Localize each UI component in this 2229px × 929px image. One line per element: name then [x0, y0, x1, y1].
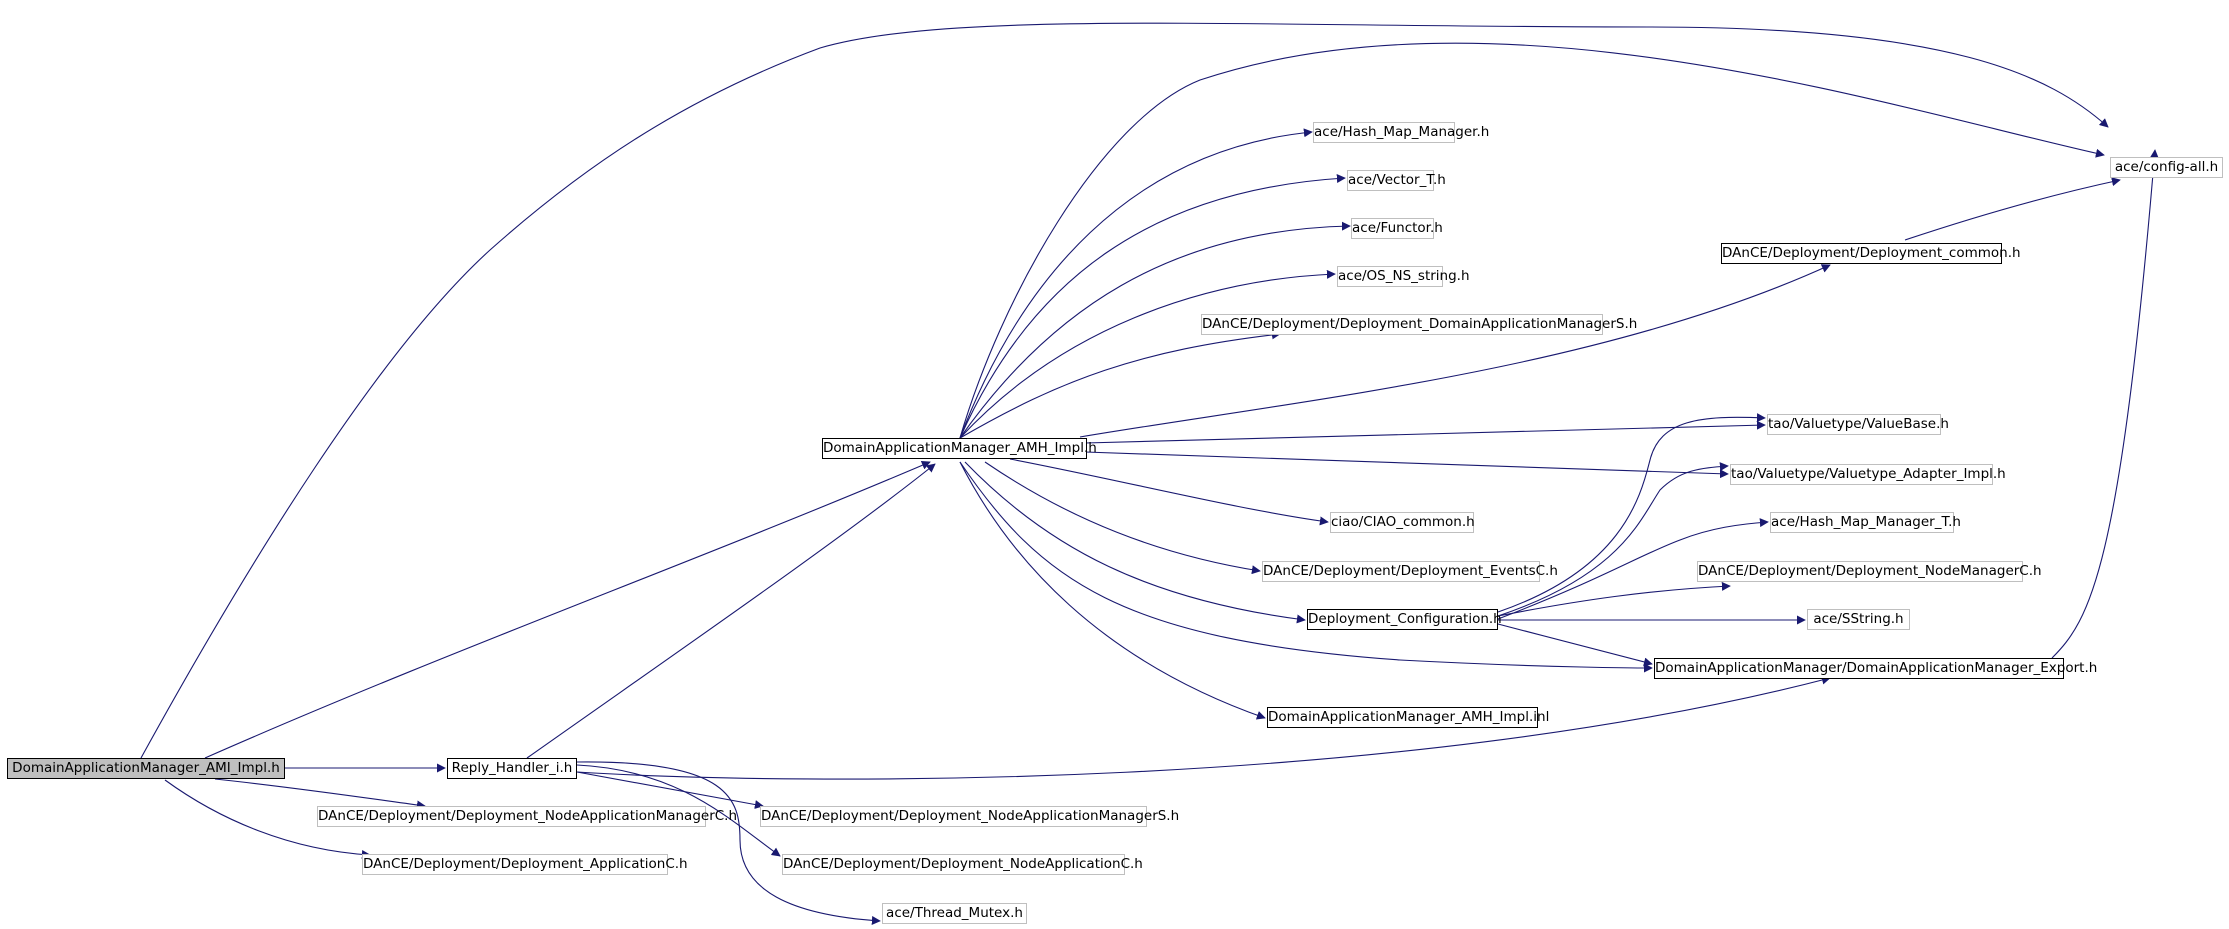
node-hash-map-manager-label: ace/Hash_Map_Manager.h — [1314, 124, 1490, 140]
node-amh-impl-inl-label: DomainApplicationManager_AMH_Impl.inl — [1268, 709, 1550, 725]
edge-amh-impl-valuetype-adapter — [1084, 451, 1729, 479]
node-config-all: ace/config-all.h — [2110, 157, 2223, 178]
node-amh-impl-inl[interactable]: DomainApplicationManager_AMH_Impl.inl — [1267, 707, 1549, 728]
node-hash-map-manager: ace/Hash_Map_Manager.h — [1313, 122, 1489, 143]
node-deployment-configuration-label: Deployment_Configuration.h — [1308, 611, 1502, 627]
node-functor: ace/Functor.h — [1351, 218, 1443, 239]
edge-amh-impl-deployment-configuration — [964, 461, 1306, 624]
node-valuebase: tao/Valuetype/ValueBase.h — [1767, 414, 1949, 435]
edge-reply-handler-amh-impl — [526, 463, 936, 759]
node-node-app-manager-c-label: DAnCE/Deployment/Deployment_NodeApplicat… — [318, 808, 738, 824]
node-reply-handler-label: Reply_Handler_i.h — [451, 760, 573, 776]
node-node-app-manager-s: DAnCE/Deployment/Deployment_NodeApplicat… — [760, 806, 1179, 827]
edge-deployment-common-config-all — [1904, 177, 2121, 241]
root-node: DomainApplicationManager_AMI_Impl.h — [7, 758, 285, 779]
node-dam-s-label: DAnCE/Deployment/Deployment_DomainApplic… — [1202, 316, 1638, 332]
node-ciao-common-label: ciao/CIAO_common.h — [1331, 514, 1475, 530]
node-sstring: ace/SString.h — [1807, 609, 1910, 630]
node-ciao-common: ciao/CIAO_common.h — [1330, 512, 1475, 533]
node-hash-map-manager-t: ace/Hash_Map_Manager_T.h — [1770, 512, 1961, 533]
node-application-c-label: DAnCE/Deployment/Deployment_ApplicationC… — [363, 856, 688, 872]
node-dam-s: DAnCE/Deployment/Deployment_DomainApplic… — [1201, 314, 1637, 335]
node-hash-map-manager-t-label: ace/Hash_Map_Manager_T.h — [1771, 514, 1961, 530]
edge-root-node-app-manager-c — [214, 778, 426, 810]
edge-amh-impl-config-all — [959, 42, 2105, 439]
node-vector-t: ace/Vector_T.h — [1347, 170, 1446, 191]
edge-amh-impl-vector-t — [959, 174, 1346, 439]
edge-amh-impl-dam-export — [959, 461, 1653, 673]
node-amh-impl[interactable]: DomainApplicationManager_AMH_Impl.h — [822, 438, 1097, 459]
node-valuetype-adapter-label: tao/Valuetype/Valuetype_Adapter_Impl.h — [1731, 466, 2006, 482]
node-node-application-c-label: DAnCE/Deployment/Deployment_NodeApplicat… — [783, 856, 1143, 872]
node-node-manager-c-label: DAnCE/Deployment/Deployment_NodeManagerC… — [1698, 563, 2042, 579]
node-reply-handler[interactable]: Reply_Handler_i.h — [447, 758, 577, 779]
root-node-label: DomainApplicationManager_AMI_Impl.h — [12, 760, 280, 776]
edge-amh-impl-amh-impl-inl — [959, 461, 1266, 720]
edge-amh-impl-hash-map-manager — [959, 128, 1313, 439]
edge-amh-impl-functor — [959, 221, 1351, 439]
node-dam-export[interactable]: DomainApplicationManager/DomainApplicati… — [1654, 658, 2097, 679]
edge-amh-impl-events-c — [984, 461, 1261, 575]
node-config-all-label: ace/config-all.h — [2114, 159, 2219, 175]
node-application-c: DAnCE/Deployment/Deployment_ApplicationC… — [362, 854, 688, 875]
edge-deployment-configuration-valuebase — [1497, 413, 1766, 613]
node-dam-export-label: DomainApplicationManager/DomainApplicati… — [1655, 660, 2098, 676]
node-deployment-common-label: DAnCE/Deployment/Deployment_common.h — [1722, 245, 2021, 261]
node-thread-mutex: ace/Thread_Mutex.h — [882, 903, 1027, 924]
node-valuetype-adapter: tao/Valuetype/Valuetype_Adapter_Impl.h — [1730, 464, 2006, 485]
node-amh-impl-label: DomainApplicationManager_AMH_Impl.h — [823, 440, 1097, 456]
edge-dam-export-config-all — [2051, 149, 2159, 659]
node-node-manager-c: DAnCE/Deployment/Deployment_NodeManagerC… — [1697, 561, 2042, 582]
node-valuebase-label: tao/Valuetype/ValueBase.h — [1768, 416, 1949, 432]
node-os-ns-string: ace/OS_NS_string.h — [1337, 266, 1470, 287]
node-events-c: DAnCE/Deployment/Deployment_EventsC.h — [1262, 561, 1558, 582]
edge-deployment-configuration-valuetype-adapter — [1497, 462, 1729, 617]
node-sstring-label: ace/SString.h — [1813, 611, 1904, 627]
edge-root-amh-impl — [204, 461, 931, 759]
node-functor-label: ace/Functor.h — [1352, 220, 1443, 236]
edge-deployment-configuration-dam-export — [1497, 623, 1653, 667]
edge-amh-impl-dam-s — [959, 330, 1281, 439]
node-os-ns-string-label: ace/OS_NS_string.h — [1338, 268, 1470, 284]
edge-amh-impl-valuebase — [1084, 420, 1766, 444]
edge-root-config-all — [140, 22, 2109, 759]
node-thread-mutex-label: ace/Thread_Mutex.h — [886, 905, 1023, 921]
edge-reply-handler-node-app-manager-s — [576, 771, 764, 809]
node-events-c-label: DAnCE/Deployment/Deployment_EventsC.h — [1263, 563, 1558, 579]
edge-deployment-configuration-hash-map-manager-t — [1497, 518, 1769, 620]
node-node-app-manager-c: DAnCE/Deployment/Deployment_NodeApplicat… — [317, 806, 737, 827]
node-deployment-common[interactable]: DAnCE/Deployment/Deployment_common.h — [1721, 243, 2021, 264]
edge-amh-impl-deployment-common — [1079, 264, 1831, 438]
node-node-app-manager-s-label: DAnCE/Deployment/Deployment_NodeApplicat… — [761, 808, 1180, 824]
edge-amh-impl-os-ns-string — [959, 269, 1336, 439]
edge-deployment-configuration-node-manager-c — [1497, 581, 1731, 617]
edge-root-application-c — [164, 779, 371, 859]
edge-reply-handler-node-application-c — [576, 764, 781, 857]
edge-amh-impl-ciao-common — [1009, 458, 1329, 526]
node-vector-t-label: ace/Vector_T.h — [1348, 172, 1446, 188]
edge-reply-handler-thread-mutex — [576, 761, 881, 925]
node-node-application-c: DAnCE/Deployment/Deployment_NodeApplicat… — [782, 854, 1143, 875]
node-deployment-configuration[interactable]: Deployment_Configuration.h — [1307, 609, 1502, 630]
